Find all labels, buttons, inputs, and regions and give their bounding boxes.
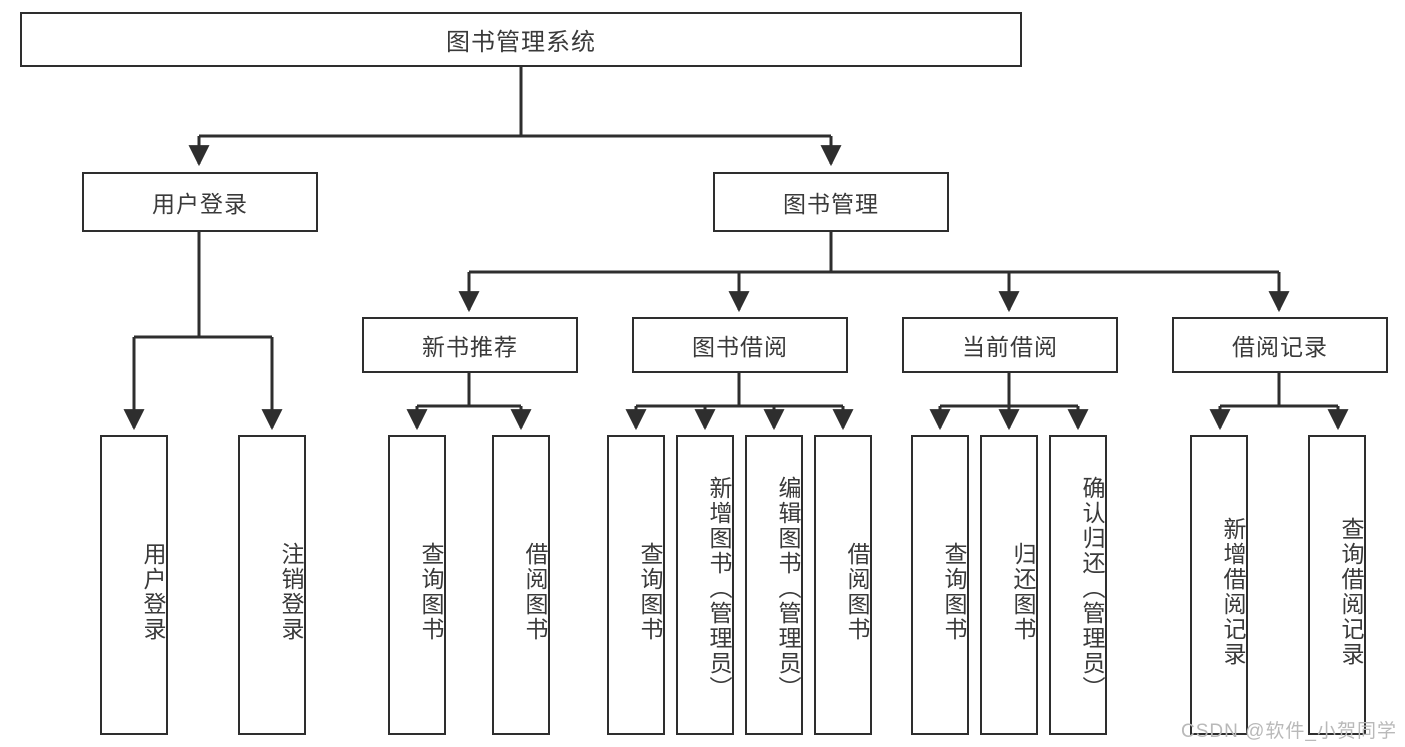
node-new-book-recommend[interactable]: 新书推荐 (362, 317, 578, 373)
leaf-new-book-query-book[interactable]: 查询图书 (388, 435, 446, 735)
node-borrow-record[interactable]: 借阅记录 (1172, 317, 1388, 373)
leaf-current-borrow-query-book[interactable]: 查询图书 (911, 435, 969, 735)
leaf-book-borrow-borrow-book[interactable]: 借阅图书 (814, 435, 872, 735)
leaf-new-book-borrow-book[interactable]: 借阅图书 (492, 435, 550, 735)
leaf-borrow-record-query-record[interactable]: 查询借阅记录 (1308, 435, 1366, 735)
node-root-library-management-system[interactable]: 图书管理系统 (20, 12, 1022, 67)
leaf-book-borrow-query-book[interactable]: 查询图书 (607, 435, 665, 735)
leaf-book-borrow-edit-book-admin[interactable]: 编辑图书（管理员） (745, 435, 803, 735)
leaf-user-login-signin[interactable]: 用户登录 (100, 435, 168, 735)
node-user-login[interactable]: 用户登录 (82, 172, 318, 232)
leaf-current-borrow-return-book[interactable]: 归还图书 (980, 435, 1038, 735)
node-current-borrow[interactable]: 当前借阅 (902, 317, 1118, 373)
leaf-borrow-record-add-record[interactable]: 新增借阅记录 (1190, 435, 1248, 735)
leaf-book-borrow-add-book-admin[interactable]: 新增图书（管理员） (676, 435, 734, 735)
node-book-borrow[interactable]: 图书借阅 (632, 317, 848, 373)
node-book-management[interactable]: 图书管理 (713, 172, 949, 232)
watermark: CSDN @软件_小贺同学 (1181, 721, 1397, 742)
leaf-user-login-signout[interactable]: 注销登录 (238, 435, 306, 735)
leaf-current-borrow-confirm-return-admin[interactable]: 确认归还（管理员） (1049, 435, 1107, 735)
